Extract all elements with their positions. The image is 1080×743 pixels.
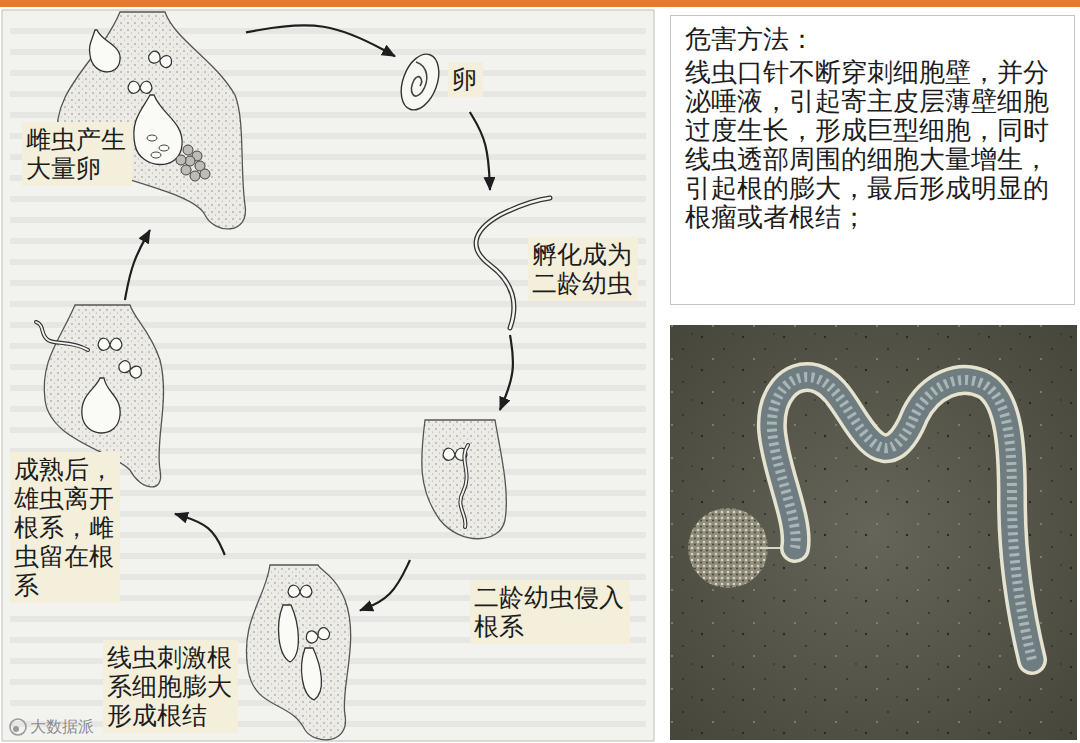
cycle-arrow [470, 112, 490, 190]
top-bar [0, 0, 1080, 7]
cycle-arrow [246, 25, 395, 56]
egg [394, 49, 446, 115]
watermark: 大数据派 [30, 717, 94, 737]
cycle-arrow [125, 230, 150, 300]
stage-group: 卵 [395, 50, 505, 112]
stage-label: 孵化成为二龄幼虫 [528, 237, 638, 301]
root-invaded [422, 420, 507, 539]
stage-group: 雌虫产生大量卵 [20, 8, 246, 230]
info-box: 危害方法： 线虫口针不断穿刺细胞壁，并分泌唾液，引起寄主皮层薄壁细胞过度生长，形成… [670, 15, 1075, 305]
stage-label: 成熟后，雄虫离开根系，雌虫留在根系 [10, 452, 120, 603]
stage-label: 雌虫产生大量卵 [22, 122, 132, 186]
root-gall [246, 565, 350, 740]
nematode-micrograph [670, 325, 1077, 740]
info-heading: 危害方法： [685, 24, 1060, 54]
stage-label: 卵 [448, 62, 483, 97]
stage-label: 二龄幼虫侵入根系 [470, 580, 630, 644]
info-body: 线虫口针不断穿刺细胞壁，并分泌唾液，引起寄主皮层薄壁细胞过度生长，形成巨型细胞，… [685, 58, 1060, 232]
stage-group: 孵化成为二龄幼虫 [455, 190, 655, 335]
stage-label: 线虫刺激根系细胞膨大形成根结 [103, 640, 238, 733]
stage-group: 二龄幼虫侵入根系 [410, 410, 655, 652]
cycle-arrow [360, 560, 410, 610]
scan-panel [2, 10, 654, 741]
root-female-eggs [57, 12, 245, 229]
cycle-arrow [500, 335, 513, 410]
stage-group: 线虫刺激根系细胞膨大形成根结 [100, 555, 360, 740]
watermark-logo [10, 719, 26, 735]
stage-group: 成熟后，雄虫离开根系，雌虫留在根系 [8, 300, 175, 610]
cycle-arrow [175, 514, 225, 555]
